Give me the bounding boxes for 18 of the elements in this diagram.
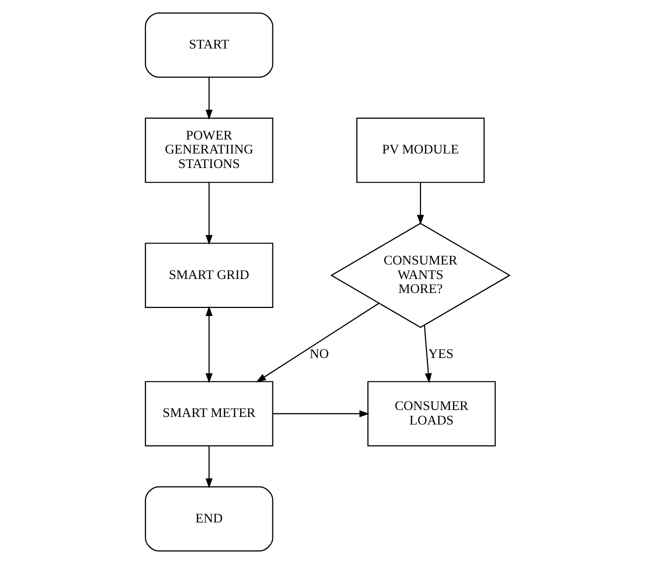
node-box: START bbox=[144, 12, 273, 78]
arrow bbox=[205, 77, 212, 120]
arrow bbox=[205, 446, 212, 488]
arrow bbox=[205, 306, 212, 384]
node-box: SMART METER bbox=[144, 381, 273, 446]
arrow bbox=[272, 410, 369, 418]
edge-label: YES bbox=[428, 346, 453, 361]
node-box: POWER GENERATIING STATIONS bbox=[144, 118, 273, 183]
node-box: PV MODULE bbox=[356, 118, 484, 183]
node-box: CONSUMER LOADS bbox=[366, 381, 496, 446]
edge-label: NO bbox=[309, 346, 328, 361]
node-diamond: CONSUMER WANTS MORE? bbox=[330, 222, 510, 328]
arrow bbox=[205, 182, 212, 245]
arrow bbox=[416, 182, 424, 225]
node-box: SMART GRID bbox=[144, 242, 273, 308]
arrow bbox=[256, 302, 379, 382]
node-box: END bbox=[144, 486, 273, 552]
arrow bbox=[423, 325, 432, 384]
